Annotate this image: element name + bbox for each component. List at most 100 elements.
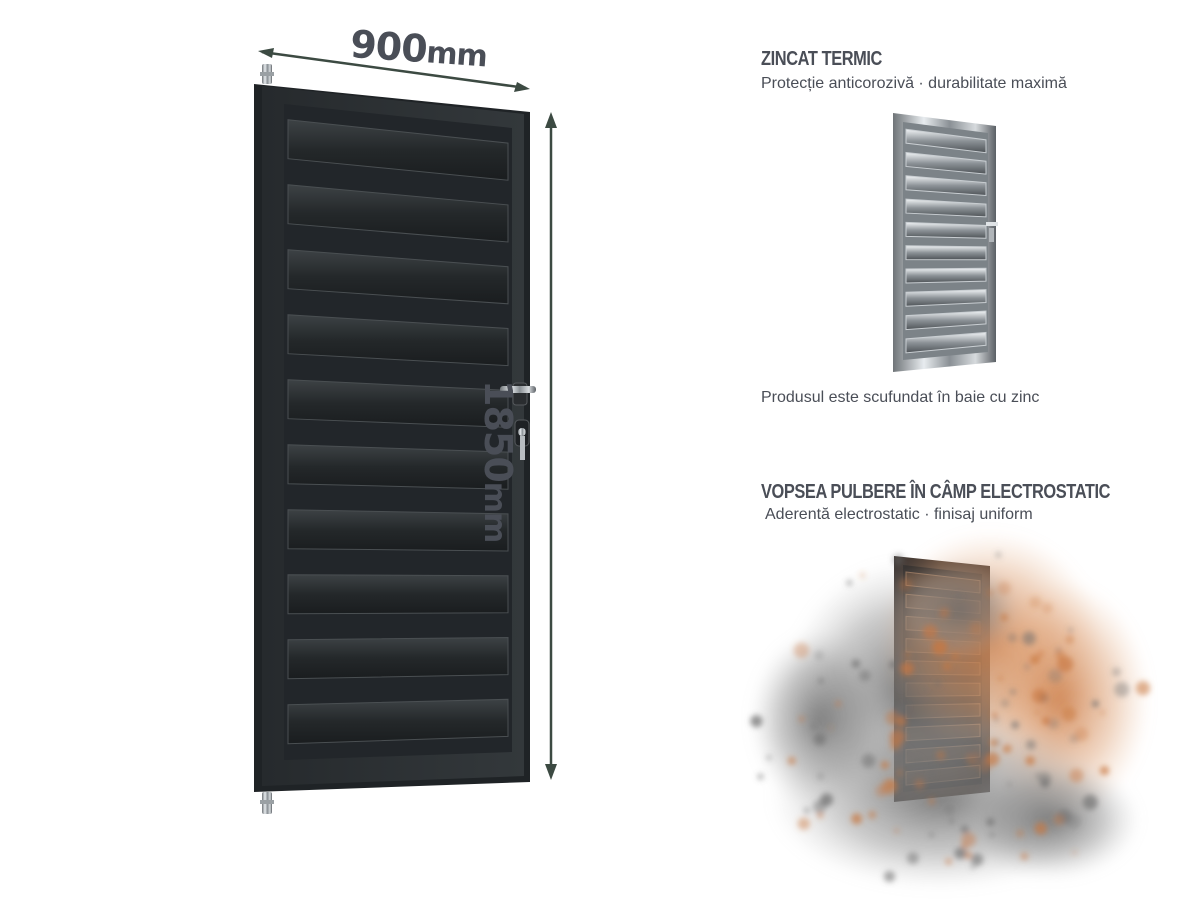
powder-particle [994, 717, 999, 722]
powder-particle [835, 700, 841, 707]
powder-particle [894, 704, 904, 714]
powder-particle [997, 581, 1011, 595]
powder-particle [868, 810, 877, 819]
powder-particle [934, 680, 942, 688]
powder-particle [970, 853, 984, 866]
powder-particle [851, 659, 861, 669]
powder-particle [813, 733, 826, 746]
door-slat [905, 198, 987, 218]
powder-particle [1065, 635, 1074, 644]
powder-particle [1099, 709, 1106, 716]
powder-particle [859, 572, 866, 579]
powder-particle [966, 745, 979, 757]
door-slat [287, 119, 509, 181]
powder-particle [1135, 681, 1151, 696]
powder-particle [978, 758, 993, 773]
height-dimension-label: 1850mm [476, 380, 520, 542]
powder-particle [969, 622, 983, 635]
powder-particle [818, 678, 824, 684]
powder-particle [816, 772, 825, 780]
powder-particle [986, 588, 994, 597]
height-unit: mm [477, 481, 512, 543]
powder-particle [828, 725, 833, 730]
hinge-top-icon [260, 64, 274, 84]
powder-particle [1034, 710, 1040, 715]
powder-particle [1002, 748, 1007, 753]
powder-particle [1114, 681, 1130, 698]
powder-particle [989, 831, 995, 838]
door-slat [287, 184, 509, 243]
door-slat [905, 331, 987, 354]
powder-particle [1000, 699, 1010, 708]
powder-particle [899, 578, 913, 591]
powder-particle [1047, 718, 1059, 730]
powder-particle [1069, 733, 1079, 744]
powder-particle [911, 756, 924, 769]
powder-particle [813, 799, 827, 814]
door-slat [905, 310, 987, 331]
door-slat [287, 698, 509, 745]
powder-particle [994, 739, 1002, 746]
powder-coat-subtitle: Aderentă electrostatic · finisaj uniform [765, 506, 1033, 523]
door-slat [287, 574, 509, 615]
door-slat [287, 444, 509, 490]
powder-particle [929, 772, 935, 778]
powder-particle [961, 832, 976, 848]
powder-particle [1029, 596, 1042, 609]
powder-particle [897, 683, 905, 691]
powder-particle [895, 715, 907, 727]
powder-particle [817, 812, 824, 819]
powder-particle [986, 818, 995, 826]
powder-particle [1011, 720, 1020, 729]
door-slat [905, 267, 987, 284]
galvanized-subtitle: Protecție anticorozivă · durabilitate ma… [761, 75, 1067, 92]
powder-particle [896, 754, 905, 763]
powder-particle [1023, 663, 1031, 671]
powder-particle [811, 724, 817, 730]
powder-particle [944, 805, 955, 816]
powder-particle [929, 832, 934, 837]
powder-particle [904, 651, 911, 658]
galvanized-door-image [893, 113, 998, 372]
powder-particle [951, 651, 960, 661]
powder-particle [1006, 781, 1012, 787]
powder-particle [960, 825, 969, 834]
powder-particle [995, 552, 1002, 558]
powder-particle [875, 785, 888, 797]
powder-particle [945, 857, 953, 866]
powder-particle [1069, 768, 1084, 783]
galvanized-note: Produsul este scufundat în baie cu zinc [761, 389, 1040, 406]
powder-particle [969, 863, 976, 870]
powder-particle [892, 554, 904, 566]
door-slat [287, 314, 509, 367]
powder-particle [1009, 688, 1017, 696]
powder-particle [900, 661, 914, 676]
door-slat [287, 249, 509, 305]
powder-particle [889, 739, 901, 751]
powder-particle [1034, 822, 1047, 835]
powder-particle [1037, 650, 1045, 658]
powder-particle [1048, 668, 1063, 684]
powder-particle [1082, 794, 1098, 810]
powder-particle [906, 852, 919, 865]
powder-particle [1025, 756, 1035, 766]
powder-particle [1072, 850, 1078, 856]
powder-particle [1020, 852, 1029, 861]
powder-particle [930, 768, 936, 774]
galvanized-title: ZINCAT TERMIC [761, 48, 883, 70]
powder-particle [894, 828, 899, 834]
powder-coat-door-image [750, 530, 1151, 890]
powder-particle [955, 593, 962, 599]
width-dimension-label: 900mm [349, 22, 489, 75]
powder-particle [1091, 700, 1099, 708]
powder-particle [1007, 633, 1018, 643]
powder-particle [1061, 706, 1077, 722]
powder-particle [1038, 772, 1052, 786]
powder-particle [901, 747, 913, 759]
powder-particle [949, 818, 954, 824]
powder-particle [914, 778, 925, 790]
powder-particle [798, 716, 805, 722]
powder-particle [859, 669, 871, 682]
width-arrow [258, 48, 530, 92]
